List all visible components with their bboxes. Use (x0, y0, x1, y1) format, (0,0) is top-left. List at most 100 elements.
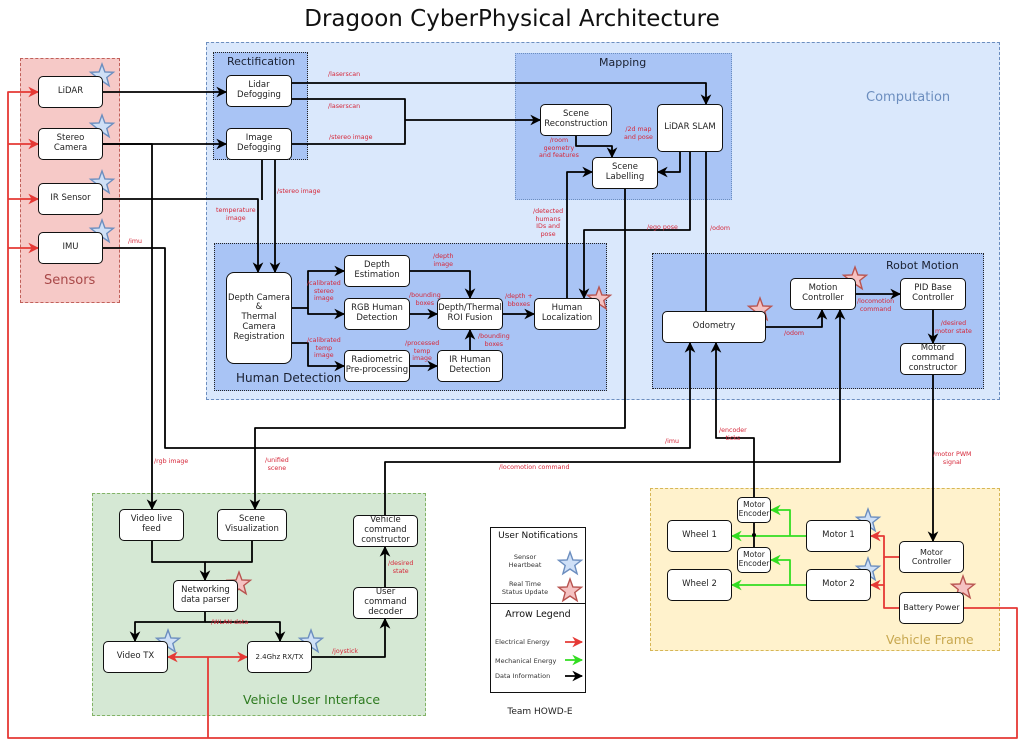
legend-arrow-title: Arrow Legend (505, 609, 571, 620)
legend-notifications-title: User Notifications (498, 531, 578, 541)
edge-label: /room geometry and features (539, 137, 579, 160)
heartbeat-star-icon-video-tx (154, 627, 182, 654)
region-computation-label: Computation (866, 90, 951, 105)
edge-label: /WLAN data (211, 619, 249, 626)
node-scene-visualization[interactable]: Scene Visualization (217, 509, 287, 541)
arrow-room-geometry (575, 136, 618, 159)
arrow-depth-image (410, 270, 476, 300)
team-name: Team HOWD-E (507, 707, 573, 717)
edge-label: /locomotion command (857, 298, 895, 313)
node-roi-fusion[interactable]: Depth/Thermal ROI Fusion (437, 298, 503, 330)
legend-electrical: Electrical Energy (495, 638, 550, 646)
arrow-joystick (312, 617, 391, 658)
region-rectification-label: Rectification (227, 55, 296, 68)
legend-status-update: Real Time Status Update (501, 580, 549, 597)
node-image-defogging[interactable]: Image Defogging (226, 128, 292, 160)
node-motion-controller[interactable]: Motion Controller (790, 278, 856, 310)
node-motor-controller[interactable]: Motor Controller (899, 541, 964, 573)
arrow-wlan-video-tx (129, 612, 206, 643)
node-scene-reconstruction[interactable]: Scene Reconstruction (540, 104, 612, 136)
edge-label: /ego pose (647, 224, 678, 231)
arrow-motor1-encoder1 (769, 504, 791, 536)
node-wheel-2[interactable]: Wheel 2 (667, 569, 732, 601)
edge-label: /stereo image (329, 134, 373, 141)
edge-label: /desired motor state (935, 320, 972, 335)
node-ir-sensor[interactable]: IR Sensor (38, 183, 103, 215)
edge-label: /imu (665, 438, 679, 445)
node-motor-2[interactable]: Motor 2 (806, 569, 871, 601)
arrow-odom-to-motion (766, 308, 828, 328)
arrow-to-radiometric (292, 342, 346, 372)
edge-label: /depth image (433, 253, 454, 268)
legend-divider (490, 603, 586, 604)
arrow-laserscan-merge (292, 98, 406, 120)
node-odometry[interactable]: Odometry (662, 311, 766, 343)
node-imu[interactable]: IMU (38, 232, 103, 264)
arrow-battery-to-lidar (7, 86, 1018, 739)
node-video-live-feed[interactable]: Video live feed (119, 509, 184, 541)
node-video-tx[interactable]: Video TX (103, 641, 168, 673)
arrow-ego-pose (578, 152, 691, 300)
edge-label: /stereo image (277, 188, 321, 195)
node-human-localization[interactable]: Human Localization (534, 298, 600, 330)
node-vehicle-command-constructor[interactable]: Vehicle command constructor (353, 515, 418, 547)
arrow-to-rgb-detection (307, 308, 346, 320)
edge-label: /odom (784, 330, 804, 337)
node-rgb-human-detection[interactable]: RGB Human Detection (344, 298, 410, 330)
edge-label: /desired state (388, 560, 414, 575)
arrow-stereo-image-down (261, 160, 275, 272)
region-mapping-label: Mapping (599, 56, 647, 69)
legend-sensor-heartbeat: Sensor Heartbeat (508, 553, 542, 570)
arrow-stereo-merge (292, 120, 406, 145)
node-scene-labelling[interactable]: Scene Labelling (592, 157, 658, 189)
arrow-imu-to-odometry (103, 247, 696, 449)
node-lidar-defogging[interactable]: Lidar Defogging (226, 75, 292, 107)
edge-label: /encoder ticks (719, 427, 747, 442)
edge-label: /bounding boxes (409, 292, 441, 307)
edge-label: /2d map and pose (624, 126, 653, 141)
edge-label: /odom (710, 225, 730, 232)
node-networking-data-parser[interactable]: Networking data parser (173, 580, 238, 612)
status-star-icon-legend-status (556, 576, 584, 603)
node-lidar[interactable]: LiDAR (38, 76, 103, 108)
node-depth-estimation[interactable]: Depth Estimation (344, 255, 410, 287)
edge-label: /imu (128, 238, 142, 245)
node-rx-tx-24ghz[interactable]: 2.4Ghz RX/TX (247, 641, 312, 673)
node-motor-1[interactable]: Motor 1 (806, 520, 871, 552)
arrow-rgb-image (103, 143, 158, 511)
node-user-command-decoder[interactable]: User command decoder (353, 587, 418, 619)
node-lidar-slam[interactable]: LiDAR SLAM (657, 104, 723, 152)
node-pid-base-controller[interactable]: PID Base Controller (900, 278, 966, 310)
node-depth-thermal-registration[interactable]: Depth Camera & Thermal Camera Registrati… (226, 272, 292, 364)
arrow-detected-humans (566, 166, 594, 298)
arrow-feed-to-parser (151, 541, 211, 582)
region-sensors-label: Sensors (44, 273, 96, 288)
node-motor-encoder-2[interactable]: Motor Encoder (737, 547, 771, 573)
node-battery-power[interactable]: Battery Power (899, 592, 964, 624)
edge-label: /motor PWM signal (933, 451, 972, 466)
edge-label: /locomotion command (499, 464, 570, 471)
arrow-map-pose (656, 152, 681, 178)
edge-label: /laserscan (328, 71, 361, 78)
node-radiometric-preprocessing[interactable]: Radiometric Pre-processing (344, 350, 410, 382)
node-wheel-1[interactable]: Wheel 1 (667, 520, 732, 552)
arrow-laserscan-to-slam (292, 82, 712, 106)
arrow-vis-to-parser (205, 541, 253, 563)
legend-mechanical: Mechanical Energy (495, 657, 557, 665)
region-robot-motion-label: Robot Motion (886, 259, 959, 272)
node-motor-encoder-1[interactable]: Motor Encoder (737, 497, 771, 523)
region-vehicle-ui-label: Vehicle User Interface (243, 692, 381, 707)
node-stereo-camera[interactable]: Stereo Camera (38, 128, 103, 160)
arrow-wlan-rxtx (205, 621, 286, 643)
node-ir-human-detection[interactable]: IR Human Detection (437, 350, 503, 382)
heartbeat-star-icon-legend-heartbeat (556, 549, 584, 576)
arrow-mc-motor1 (869, 530, 899, 558)
junction-dot (752, 533, 756, 537)
node-motor-command-constructor[interactable]: Motor command constructor (900, 343, 966, 375)
edge-label: /detected humans IDs and pose (533, 208, 564, 238)
arrow-locomotion-command (384, 308, 846, 515)
edge-label: /rgb image (154, 458, 189, 465)
legend-data: Data Information (495, 672, 551, 680)
